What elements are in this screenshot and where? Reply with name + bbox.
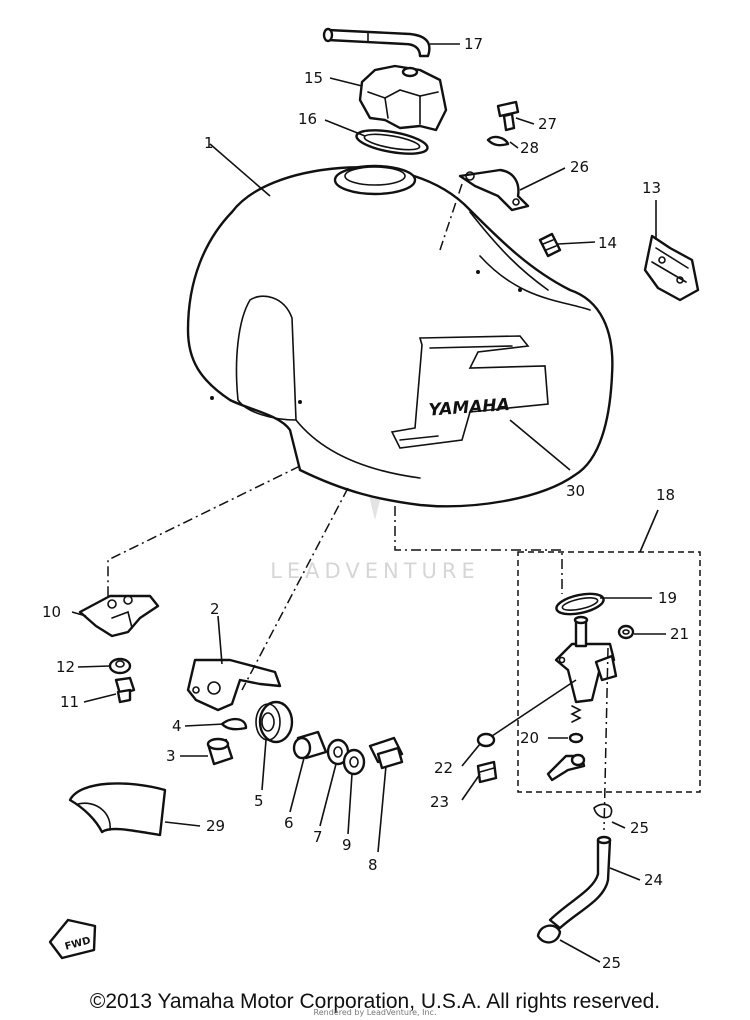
callout-9: 9 — [342, 836, 352, 854]
clip-4 — [220, 717, 248, 731]
callout-1: 1 — [204, 134, 214, 152]
callout-29: 29 — [206, 817, 225, 835]
washer-9 — [342, 748, 366, 776]
cap-gasket — [355, 129, 429, 155]
hose-clip-25-upper — [593, 803, 613, 819]
callout-10: 10 — [42, 603, 61, 621]
callout-8: 8 — [368, 856, 378, 874]
damper-12 — [108, 657, 132, 675]
callout-30: 30 — [566, 482, 585, 500]
emblem-bracket-13 — [643, 234, 700, 302]
watermark-text: LEADVENTURE — [270, 559, 480, 583]
assembly-lines — [107, 183, 609, 831]
callout-25-lower: 25 — [602, 954, 621, 972]
callout-2: 2 — [210, 600, 220, 618]
breather-hose — [322, 27, 431, 58]
cover-29 — [68, 782, 167, 837]
bracket-26 — [458, 168, 530, 212]
callout-6: 6 — [284, 814, 294, 832]
bracket-10 — [78, 594, 160, 638]
bolt-11 — [114, 676, 136, 704]
callout-22: 22 — [434, 759, 453, 777]
callout-7: 7 — [313, 828, 323, 846]
fuel-cock-assembly-box — [517, 551, 701, 793]
bolt-8 — [368, 736, 404, 770]
callout-4: 4 — [172, 717, 182, 735]
fuel-cap — [358, 64, 448, 132]
gasket-19 — [555, 592, 605, 616]
bolt-27 — [496, 100, 520, 132]
collar-6 — [292, 730, 328, 760]
callout-24: 24 — [644, 871, 663, 889]
callout-15: 15 — [304, 69, 323, 87]
callout-13: 13 — [642, 179, 661, 197]
fwd-arrow: FWD — [48, 918, 97, 960]
damper-5 — [255, 700, 294, 744]
callout-20: 20 — [520, 729, 539, 747]
callout-26: 26 — [570, 158, 589, 176]
bracket-2 — [186, 658, 282, 712]
callout-21: 21 — [670, 625, 689, 643]
callout-5: 5 — [254, 792, 264, 810]
fuel-tank — [186, 164, 614, 508]
screw-23 — [476, 760, 498, 784]
washer-22 — [476, 732, 496, 748]
callout-25-upper: 25 — [630, 819, 649, 837]
callout-28: 28 — [520, 139, 539, 157]
bolt-3 — [206, 737, 234, 766]
callout-18: 18 — [656, 486, 675, 504]
callout-19: 19 — [658, 589, 677, 607]
fuel-cock — [554, 615, 618, 704]
fuel-hose-24 — [548, 835, 612, 930]
spring-20 — [568, 705, 584, 744]
callout-12: 12 — [56, 658, 75, 676]
tank-emblem: YAMAHA — [390, 335, 549, 449]
fuel-cock-lever — [546, 753, 586, 782]
washer-28 — [486, 135, 510, 147]
callout-27: 27 — [538, 115, 557, 133]
bolt-14 — [538, 232, 562, 258]
copyright-text: ©2013 Yamaha Motor Corporation, U.S.A. A… — [89, 990, 661, 1013]
callout-16: 16 — [298, 110, 317, 128]
callout-14: 14 — [598, 234, 617, 252]
callout-3: 3 — [166, 747, 176, 765]
callout-23: 23 — [430, 793, 449, 811]
bolt-21 — [617, 624, 635, 640]
credit-text: Rendered by LeadVenture, Inc. — [313, 1008, 437, 1017]
hose-clip-25-lower — [536, 924, 562, 944]
leader-lines — [71, 43, 666, 963]
callout-numbers: 1 2 3 4 5 6 7 8 9 10 11 12 13 14 15 16 1… — [42, 35, 689, 972]
callout-11: 11 — [60, 693, 79, 711]
callout-17: 17 — [464, 35, 483, 53]
